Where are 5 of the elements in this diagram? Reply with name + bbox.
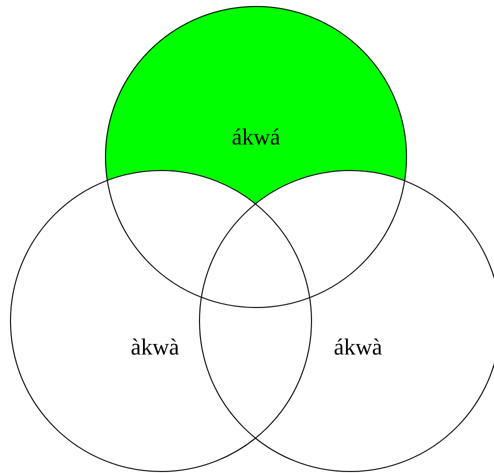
- region-label: àkwà: [130, 336, 180, 358]
- region-label: ákwá: [232, 126, 280, 148]
- venn-circle: [105, 6, 407, 308]
- venn-circle: [10, 170, 312, 472]
- region-label: ákwà: [334, 336, 382, 358]
